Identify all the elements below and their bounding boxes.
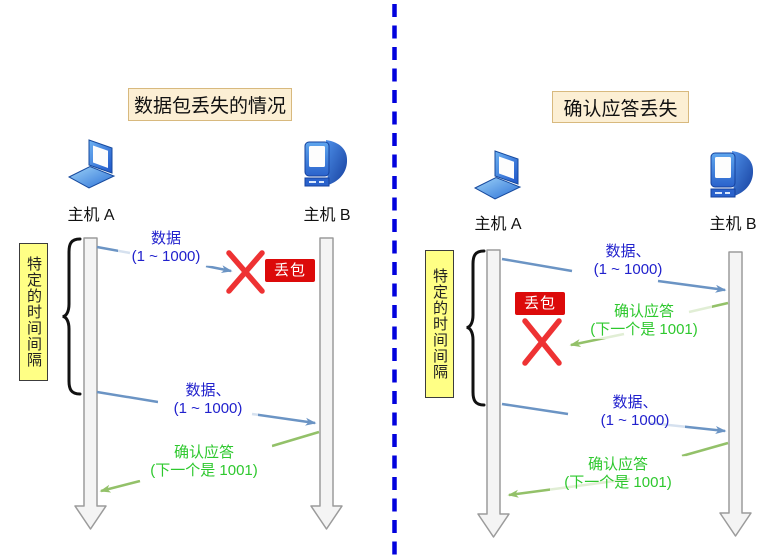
left-interval-text: 特定的时间间隔 [25,256,42,368]
left-msg-data2-label: 数据、 (1 ~ 1000) [158,382,258,418]
right-loss-badge: 丢包 [515,292,566,315]
right-ack-arrow-segment [681,441,729,458]
right-host-b-label: 主机 B [702,210,764,234]
left-timeline-host-a [74,237,107,530]
right-msg-data1-label: 数据、 (1 ~ 1000) [578,243,678,279]
left-ack-arrow [99,479,141,493]
right-data2-arrow-segment [501,402,569,416]
left-host-b-label-text: 主机 B [303,207,351,224]
right-host-a-label: 主机 A [466,210,530,234]
right-data1-arrow-segment [501,257,573,273]
left-data2-arrow [251,412,317,426]
right-msg-data2-line1: 数据、 [612,394,658,411]
left-ack-arrow-segment [271,430,320,448]
left-msg-ack-line2: (下一个是 1001) [150,462,258,479]
left-host-b-label: 主机 B [296,201,358,225]
left-x-mark [226,250,265,294]
left-interval-brace [62,237,82,396]
right-timeline-host-a [477,249,510,538]
right-x-mark [522,318,562,366]
left-data2-arrow-segment [96,390,159,404]
right-msg-ack-line2: (下一个是 1001) [564,474,672,491]
right-msg-ack-lost-label: 确认应答 (下一个是 1001) [576,303,712,339]
left-msg-ack-label: 确认应答 (下一个是 1001) [136,444,272,480]
left-msg-data2-line2: (1 ~ 1000) [173,400,243,417]
right-msg-data2-label: 数据、 (1 ~ 1000) [585,394,685,430]
left-loss-badge-text: 丢包 [274,262,307,279]
right-interval-brace [466,249,486,407]
right-msg-ack-line1: 确认应答 [587,456,648,473]
right-msg-data1-line1: 数据、 [605,243,651,260]
right-panel-title: 确认应答丢失 [552,91,689,123]
right-host-b-label-text: 主机 B [709,216,757,233]
left-msg-data2-line1: 数据、 [185,382,231,399]
left-data1-arrow [205,264,233,274]
right-msg-data2-line2: (1 ~ 1000) [600,412,670,429]
left-loss-badge: 丢包 [265,259,316,282]
left-timeline-host-b [310,237,343,530]
left-msg-data1-line2: (1 ~ 1000) [131,248,201,265]
right-data1-arrow [657,279,727,293]
left-host-b-desktop-icon [304,140,348,187]
left-panel-title: 数据包丢失的情况 [128,88,292,121]
right-msg-ack-lost-line1: 确认应答 [613,303,674,320]
right-msg-ack-label: 确认应答 (下一个是 1001) [550,456,686,492]
right-msg-data1-line2: (1 ~ 1000) [593,261,663,278]
right-host-a-label-text: 主机 A [474,216,522,233]
left-host-a-label-text: 主机 A [67,207,115,224]
left-host-a-laptop-icon [68,139,116,189]
right-host-b-desktop-icon [710,151,754,198]
right-interval-box: 特定的时间间隔 [425,250,454,398]
left-msg-ack-line1: 确认应答 [173,444,234,461]
right-host-a-laptop-icon [474,150,522,200]
left-interval-box: 特定的时间间隔 [19,243,48,381]
right-timeline-host-b [719,251,752,537]
right-interval-text: 特定的时间间隔 [431,268,448,380]
right-msg-ack-lost-line2: (下一个是 1001) [590,321,698,338]
left-msg-data1-line1: 数据 [150,230,181,247]
left-host-a-label: 主机 A [60,201,122,225]
right-loss-badge-text: 丢包 [524,295,557,312]
left-msg-data1-label: 数据 (1 ~ 1000) [118,230,214,266]
left-panel-title-text: 数据包丢失的情况 [133,96,286,117]
right-panel-title-text: 确认应答丢失 [563,98,678,120]
